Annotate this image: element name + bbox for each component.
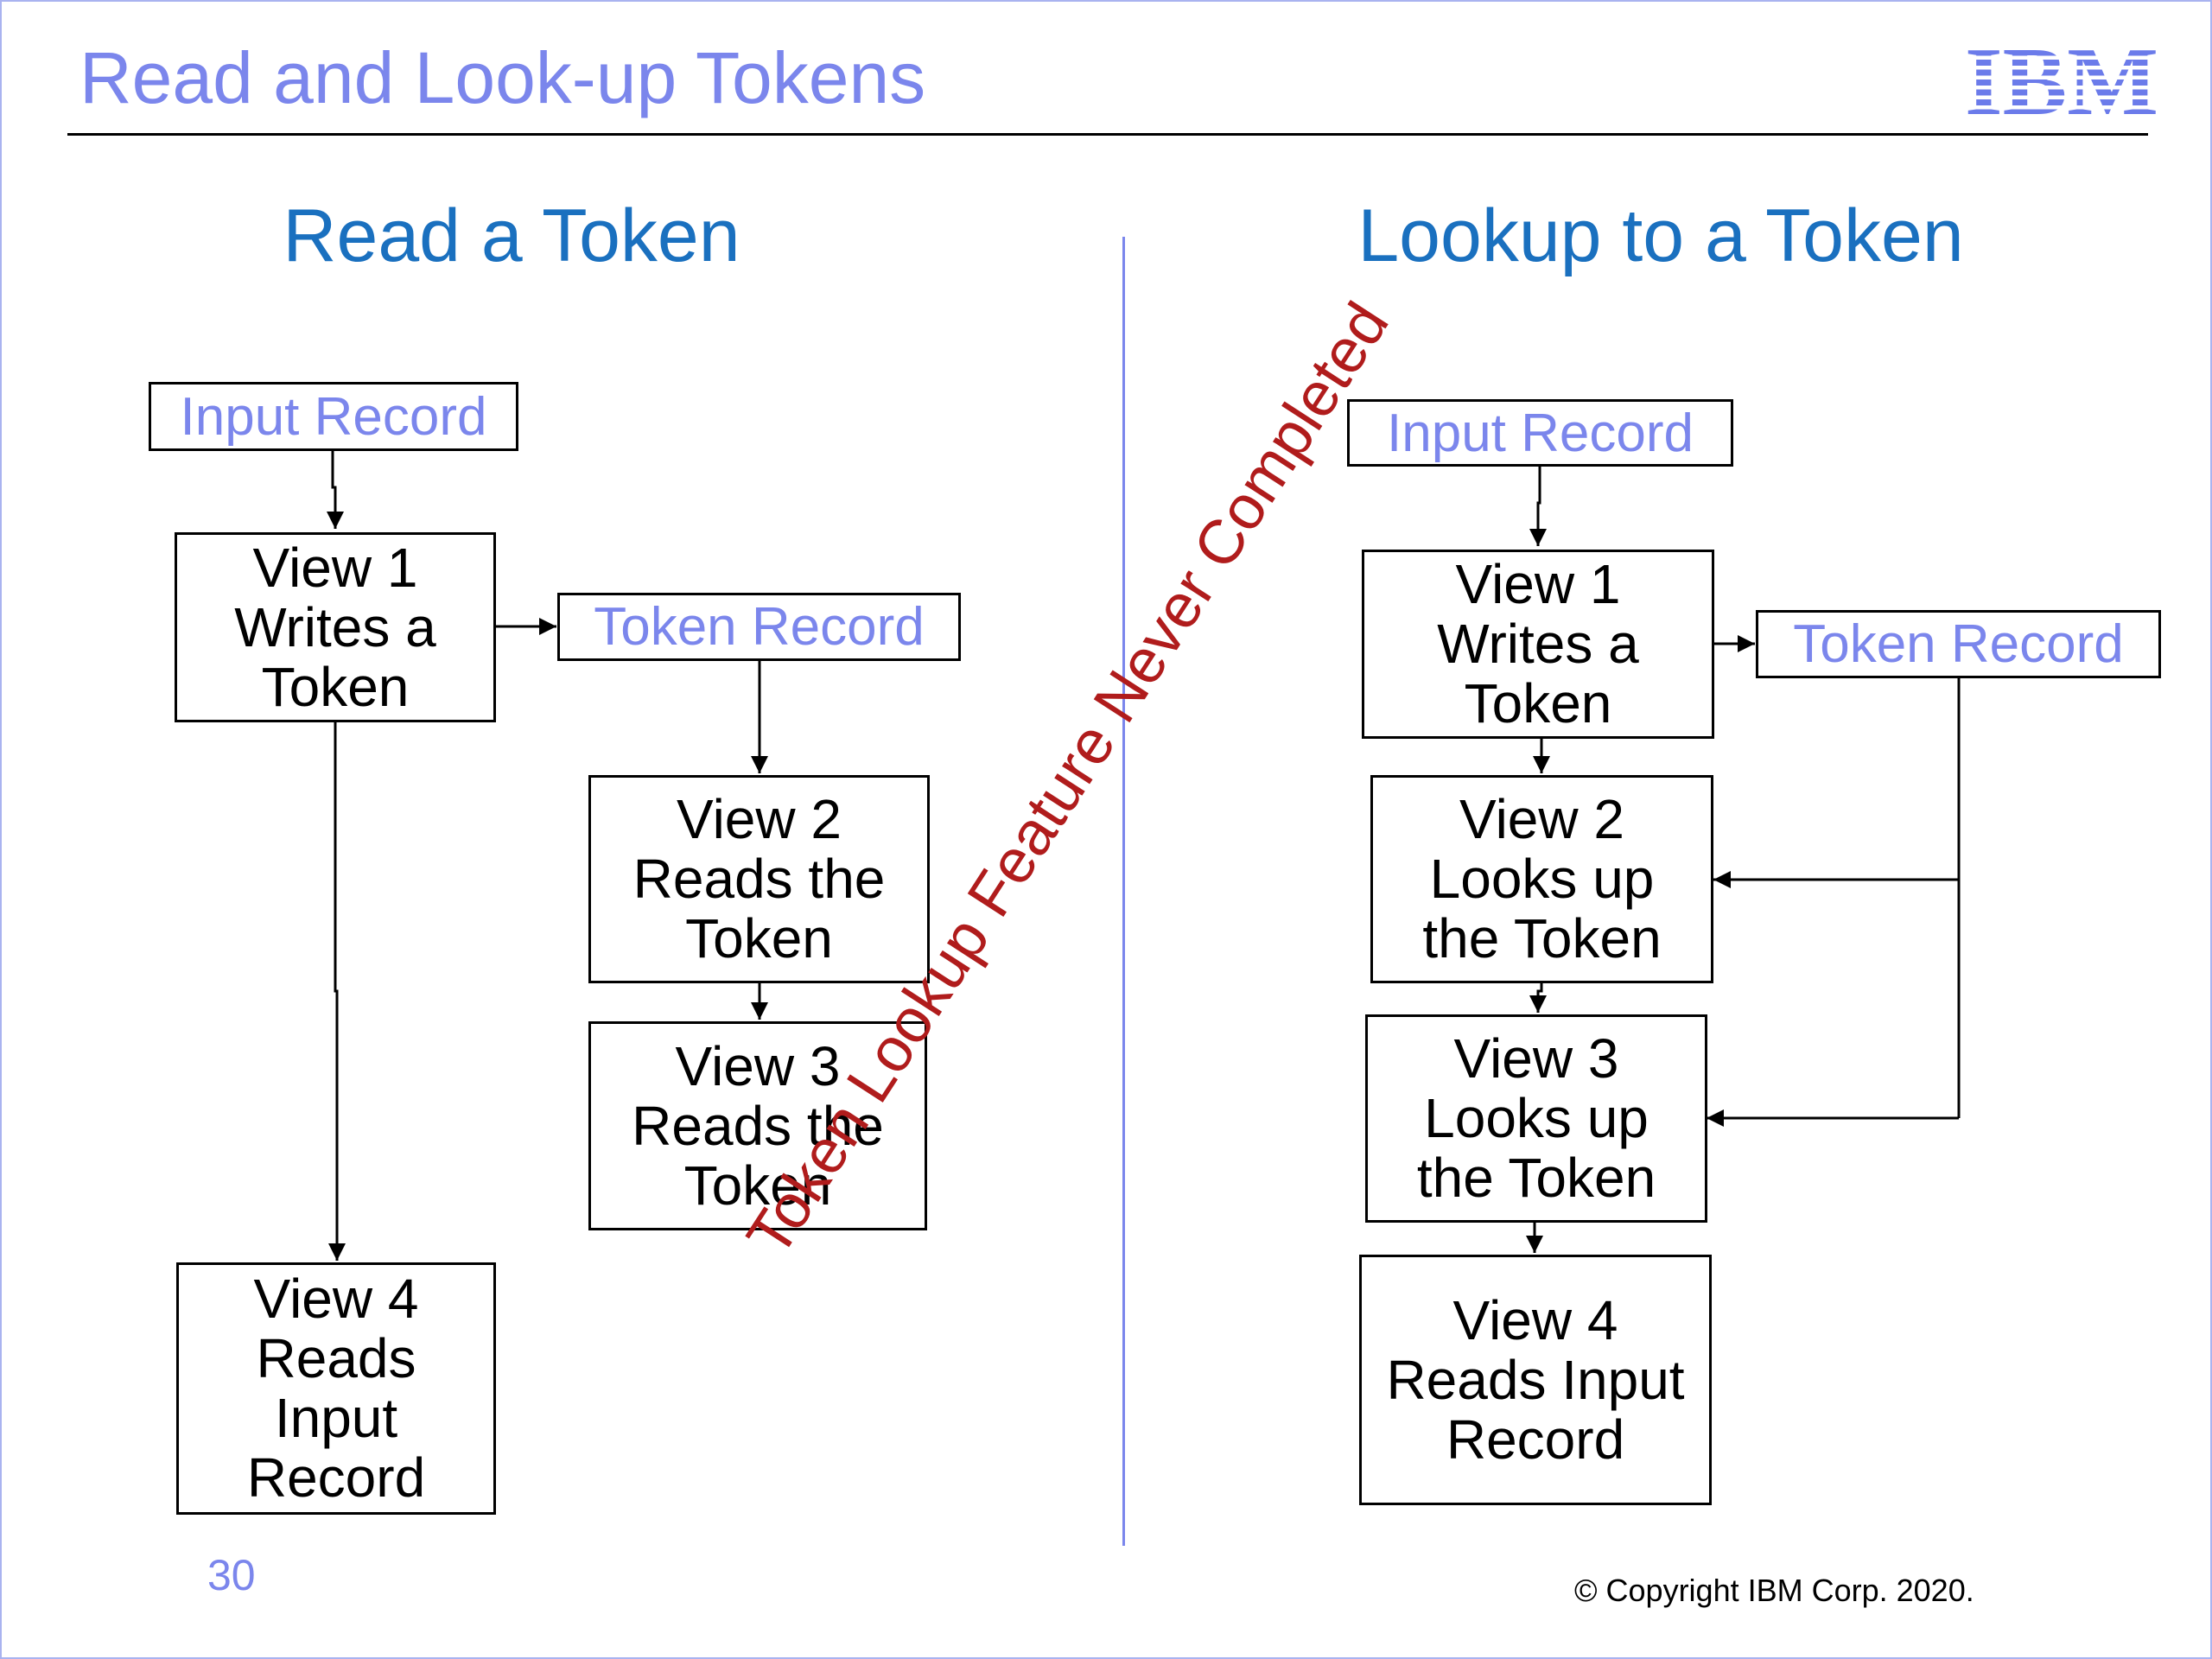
right-view2-box: View 2 Looks up the Token: [1370, 775, 1713, 983]
right-view1-box: View 1 Writes a Token: [1362, 550, 1714, 739]
right-view1-label: View 1 Writes a Token: [1437, 553, 1639, 734]
left-view1-label: View 1 Writes a Token: [234, 536, 436, 718]
left-view2-label: View 2 Reads the Token: [632, 788, 886, 969]
right-view4-label: View 4 Reads Input Record: [1386, 1288, 1685, 1471]
left-token-record-label: Token Record: [594, 597, 925, 657]
right-token-record-label: Token Record: [1793, 614, 2124, 674]
right-view3-box: View 3 Looks up the Token: [1365, 1014, 1707, 1223]
right-panel-title: Lookup to a Token: [1357, 194, 1964, 277]
left-input-record-label: Input Record: [180, 386, 487, 447]
panel-divider: [1122, 237, 1125, 1546]
left-view3-label: View 3 Reads the Token: [632, 1034, 884, 1217]
right-input-record-label: Input Record: [1387, 403, 1694, 463]
right-token-record-box: Token Record: [1756, 610, 2161, 678]
left-arrow-input-to-view1: [327, 448, 344, 529]
left-input-record-box: Input Record: [149, 382, 518, 451]
title-rule: [67, 133, 2148, 136]
slide-title: Read and Look-up Tokens: [79, 37, 926, 118]
ibm-logo: IBM: [1965, 40, 2158, 119]
right-arrow-view2-to-view3: [1529, 982, 1547, 1013]
right-view3-label: View 3 Looks up the Token: [1416, 1027, 1656, 1209]
svg-text:IBM: IBM: [1965, 40, 2158, 119]
right-view4-box: View 4 Reads Input Record: [1359, 1255, 1712, 1505]
left-view4-label: View 4 Reads Input Record: [246, 1268, 426, 1509]
right-view2-label: View 2 Looks up the Token: [1422, 788, 1662, 969]
left-view3-box: View 3 Reads the Token: [588, 1021, 927, 1230]
left-token-record-box: Token Record: [557, 593, 961, 661]
copyright-notice: © Copyright IBM Corp. 2020.: [1574, 1573, 1974, 1608]
page-number: 30: [207, 1551, 256, 1599]
left-panel-title: Read a Token: [283, 194, 741, 277]
right-arrow-input-to-view1: [1529, 466, 1547, 546]
left-view2-box: View 2 Reads the Token: [588, 775, 930, 983]
left-arrow-view1-to-view4: [328, 721, 346, 1261]
left-view1-box: View 1 Writes a Token: [175, 532, 496, 722]
right-input-record-box: Input Record: [1347, 399, 1733, 467]
left-view4-box: View 4 Reads Input Record: [176, 1262, 496, 1515]
